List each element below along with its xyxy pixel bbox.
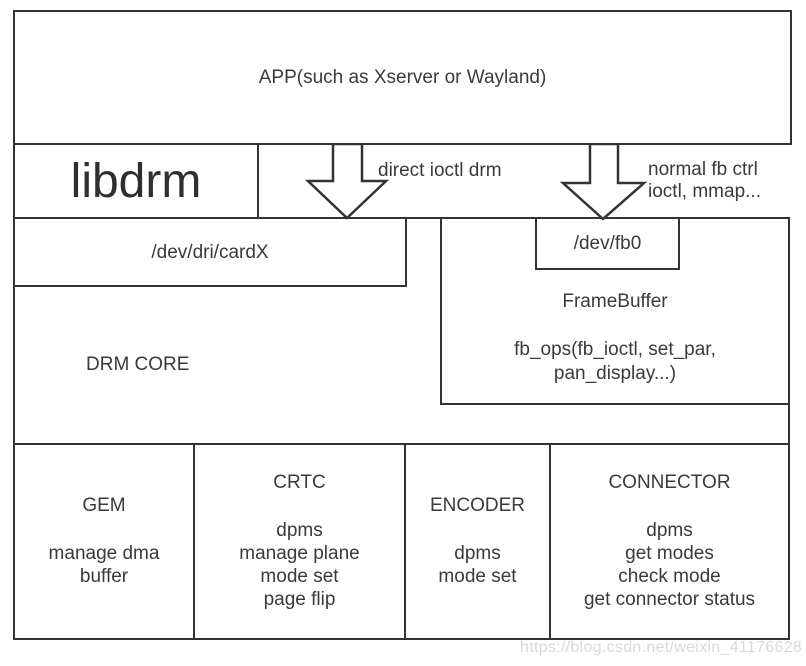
connector-box: CONNECTOR dpms get modes check mode get …: [549, 443, 790, 640]
dev-dri-cardx-box: /dev/dri/cardX: [13, 217, 407, 287]
direct-ioctl-label: direct ioctl drm: [378, 160, 502, 181]
dev-fb0-box: /dev/fb0: [535, 217, 680, 270]
gem-box: GEM manage dma buffer: [13, 443, 195, 640]
encoder-label: ENCODER: [429, 495, 525, 516]
app-label: APP(such as Xserver or Wayland): [258, 67, 547, 88]
libdrm-label: libdrm: [70, 154, 202, 208]
down-arrow-icon: [305, 143, 389, 220]
app-box: APP(such as Xserver or Wayland): [13, 10, 792, 145]
gem-label: GEM: [82, 495, 126, 516]
dev-fb0-label: /dev/fb0: [573, 233, 642, 254]
framebuffer-box: FrameBuffer fb_ops(fb_ioctl, set_par, pa…: [440, 217, 790, 405]
drm-core-label: DRM CORE: [86, 354, 190, 375]
crtc-box: CRTC dpms manage plane mode set page fli…: [193, 443, 406, 640]
normal-fb-label-line2: ioctl, mmap...: [648, 181, 761, 202]
connector-details: dpms get modes check mode get connector …: [583, 520, 756, 610]
crtc-label: CRTC: [273, 472, 326, 493]
connector-label: CONNECTOR: [608, 472, 731, 493]
down-arrow-icon: [560, 143, 647, 221]
framebuffer-ops: fb_ops(fb_ioctl, set_par, pan_display...…: [442, 338, 788, 386]
framebuffer-ops-line1: fb_ops(fb_ioctl, set_par,: [514, 339, 716, 360]
crtc-details: dpms manage plane mode set page flip: [239, 520, 360, 610]
dev-dri-cardx-label: /dev/dri/cardX: [151, 241, 269, 263]
gem-details: manage dma buffer: [48, 543, 160, 587]
normal-fb-label-line1: normal fb ctrl: [648, 159, 758, 180]
csdn-watermark: https://blog.csdn.net/weixin_41176628: [520, 639, 803, 656]
libdrm-box: libdrm: [13, 143, 259, 219]
framebuffer-ops-line2: pan_display...): [553, 363, 677, 384]
framebuffer-label: FrameBuffer: [562, 291, 668, 312]
encoder-box: ENCODER dpms mode set: [404, 443, 551, 640]
encoder-details: dpms mode set: [438, 543, 517, 587]
normal-fb-label: normal fb ctrl ioctl, mmap...: [648, 159, 761, 203]
